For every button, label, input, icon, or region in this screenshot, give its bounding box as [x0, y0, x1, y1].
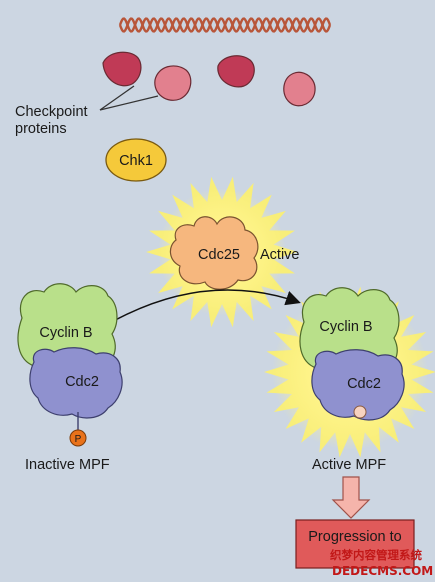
checkpoint-protein	[217, 55, 255, 88]
inactive-mpf: Cyclin B Cdc2 P Inactive MPF	[17, 283, 123, 473]
cdc2-right-label: Cdc2	[347, 376, 381, 392]
progression-label: Progression to	[308, 529, 402, 545]
chk1-label: Chk1	[119, 153, 153, 169]
progression-arrow	[331, 476, 371, 519]
checkpoint-protein	[102, 51, 142, 87]
pointer-line	[99, 95, 159, 111]
inactive-mpf-label: Inactive MPF	[25, 457, 110, 473]
cdc25-protein	[169, 216, 259, 290]
checkpoint-label-line2: proteins	[15, 121, 67, 137]
cdc25-active-label: Active	[260, 247, 300, 263]
checkpoint-proteins	[102, 51, 316, 107]
dna-strand-2	[118, 17, 332, 33]
dna-strand	[118, 17, 332, 33]
watermark-line2: DEDECMS.COM	[332, 564, 433, 578]
cyclin-b-left-label: Cyclin B	[39, 325, 92, 341]
phosphate-label: P	[75, 434, 82, 445]
cdc2-right	[311, 349, 405, 421]
cyclin-b-right-label: Cyclin B	[319, 319, 372, 335]
cdc2-left-label: Cdc2	[65, 374, 99, 390]
checkpoint-protein	[154, 65, 192, 101]
chk1-protein	[105, 138, 167, 182]
progression-box	[295, 519, 415, 569]
dephosphorylated-site	[353, 405, 367, 419]
activation-arrow	[109, 289, 301, 324]
active-mpf: Cyclin B Cdc2 Active MPF	[299, 287, 405, 473]
pointer-line	[99, 85, 135, 111]
phosphate-group	[69, 429, 87, 447]
watermark-line1: 织梦内容管理系统	[330, 548, 422, 562]
cdc25-label: Cdc25	[198, 247, 240, 263]
cdc2-left	[29, 347, 123, 419]
checkpoint-protein	[283, 71, 316, 107]
checkpoint-label-line1: Checkpoint	[15, 104, 88, 120]
active-mpf-label: Active MPF	[312, 457, 386, 473]
